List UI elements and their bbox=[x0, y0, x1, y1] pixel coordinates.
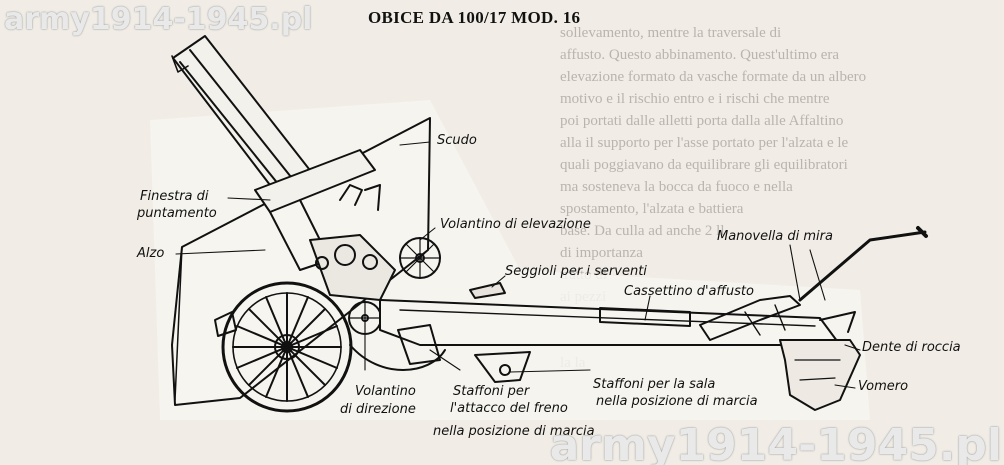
background-text-line: ma sosteneva la bocca da fuoco e nella bbox=[560, 179, 793, 195]
label-finestra-di-puntamento-line1: Finestra di bbox=[140, 189, 209, 204]
background-text-line: poi portati dalle alletti porta dalla al… bbox=[560, 113, 844, 129]
background-text-line: spostamento, l'alzata e battiera bbox=[560, 201, 744, 217]
label-staffoni-sala-line2: nella posizione di marcia bbox=[596, 394, 758, 409]
background-text-line: sollevamento, mentre la traversale di bbox=[560, 25, 782, 41]
page-title: OBICE DA 100/17 MOD. 16 bbox=[368, 8, 581, 27]
label-volantino-di-elevazione: Volantino di elevazione bbox=[440, 217, 591, 232]
background-text-line: di importanza bbox=[560, 245, 643, 261]
label-staffoni-freno-line2: l'attacco del freno bbox=[450, 401, 568, 416]
label-staffoni-freno-line3: nella posizione di marcia bbox=[433, 424, 595, 439]
background-text-line: base. Da culla ad anche 2 ll bbox=[560, 223, 725, 239]
label-cassettino-affusto: Cassettino d'affusto bbox=[624, 284, 754, 299]
label-volantino-di-direzione-line1: Volantino bbox=[355, 384, 416, 399]
background-text-line: elevazione formato da vasche formate da … bbox=[560, 69, 867, 85]
background-text-line: affusto. Questo abbinamento. Quest'ultim… bbox=[560, 47, 840, 63]
background-text-line: motivo e il rischio entro e i rischi che… bbox=[560, 91, 830, 107]
background-text-line: alla il supporto per l'asse portato per … bbox=[560, 135, 849, 151]
label-scudo: Scudo bbox=[437, 133, 477, 148]
watermark-top: army1914-1945.pl bbox=[4, 2, 313, 37]
label-dente-di-roccia: Dente di roccia bbox=[862, 340, 961, 355]
label-alzo: Alzo bbox=[137, 246, 165, 261]
label-vomero: Vomero bbox=[858, 379, 909, 394]
background-text-line: quali poggiavano da equilibrare gli equi… bbox=[560, 157, 848, 173]
label-finestra-di-puntamento-line2: puntamento bbox=[137, 206, 217, 221]
label-staffoni-sala-line1: Staffoni per la sala bbox=[593, 377, 716, 392]
label-staffoni-freno-line1: Staffoni per bbox=[453, 384, 530, 399]
label-seggioli-per-i-serventi: Seggioli per i serventi bbox=[505, 264, 647, 279]
label-manovella-di-mira: Manovella di mira bbox=[717, 229, 833, 244]
label-volantino-di-direzione-line2: di direzione bbox=[340, 402, 416, 417]
watermark-bottom: army1914-1945.pl bbox=[549, 420, 1002, 465]
